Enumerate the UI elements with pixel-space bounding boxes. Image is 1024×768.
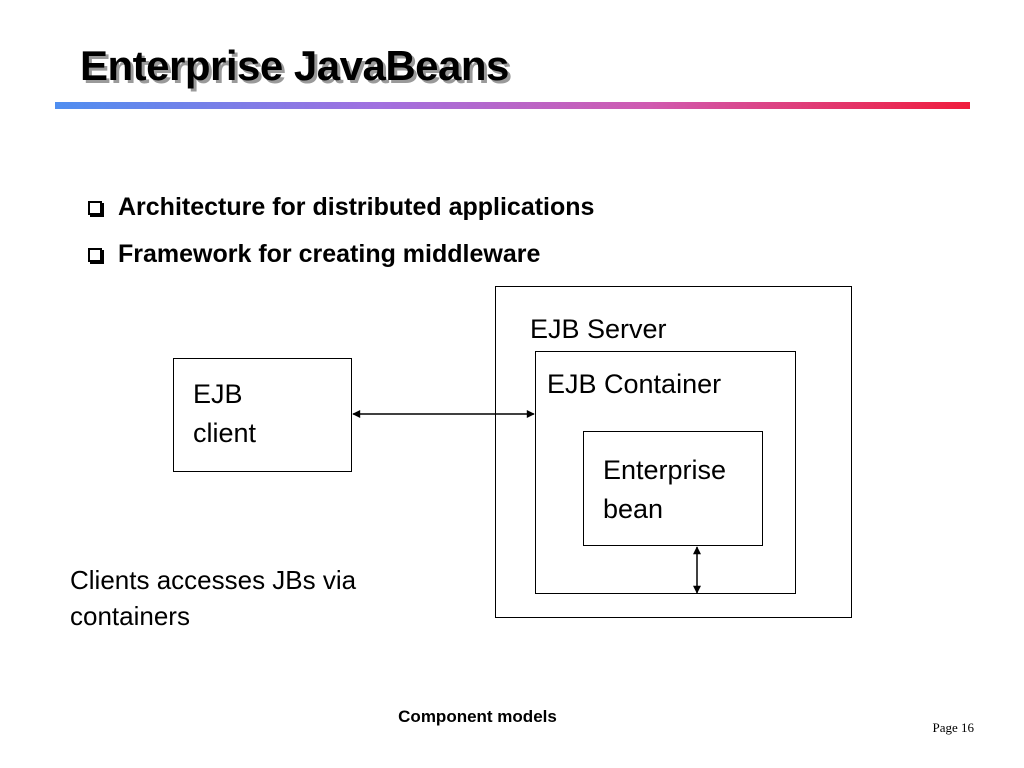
ejb-server-label: EJB Server (530, 314, 667, 344)
enterprise-bean-label: Enterprise bean (603, 455, 727, 525)
checkbox-bullet-icon (88, 200, 102, 215)
title-divider (55, 102, 970, 109)
checkbox-bullet-icon (88, 247, 102, 262)
ejb-client-box: EJB client (173, 358, 352, 472)
bullet-item: Framework for creating middleware (88, 231, 594, 278)
bullet-item: Architecture for distributed application… (88, 184, 594, 231)
ejb-client-label: EJB client (193, 379, 257, 449)
bullet-list: Architecture for distributed application… (88, 184, 594, 278)
footer-text: Component models (398, 707, 557, 726)
page-number: Page 16 (932, 720, 974, 735)
diagram-caption: Clients accesses JBs via containers (70, 565, 357, 632)
bullet-text: Framework for creating middleware (118, 240, 541, 268)
slide-title: Enterprise JavaBeans (80, 42, 509, 89)
bullet-text: Architecture for distributed application… (118, 193, 595, 221)
ejb-container-label: EJB Container (547, 369, 722, 399)
enterprise-bean-box: Enterprise bean (583, 431, 763, 546)
